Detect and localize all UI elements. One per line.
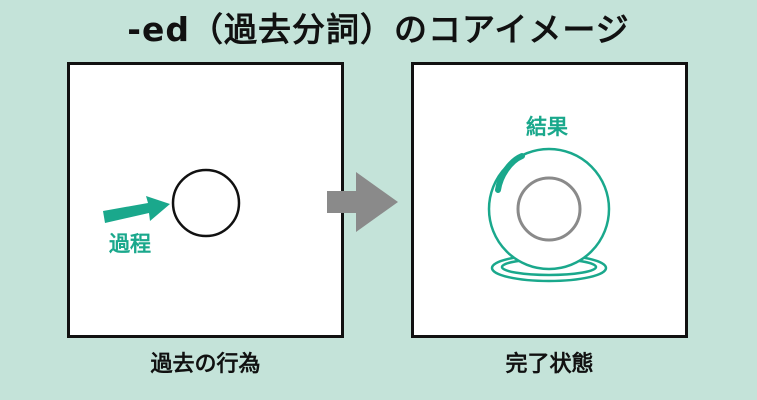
- result-label: 結果: [526, 115, 568, 139]
- left-caption: 過去の行為: [150, 352, 261, 377]
- process-arrow-icon: [103, 196, 170, 223]
- highlight-icon: [495, 153, 525, 193]
- diagram-title: -ed（過去分詞）のコアイメージ: [127, 10, 630, 49]
- right-caption: 完了状態: [505, 352, 594, 377]
- transition-arrow-icon: [327, 172, 398, 232]
- action-circle: [171, 168, 241, 238]
- process-label: 過程: [109, 232, 151, 256]
- inner-circle: [516, 176, 582, 242]
